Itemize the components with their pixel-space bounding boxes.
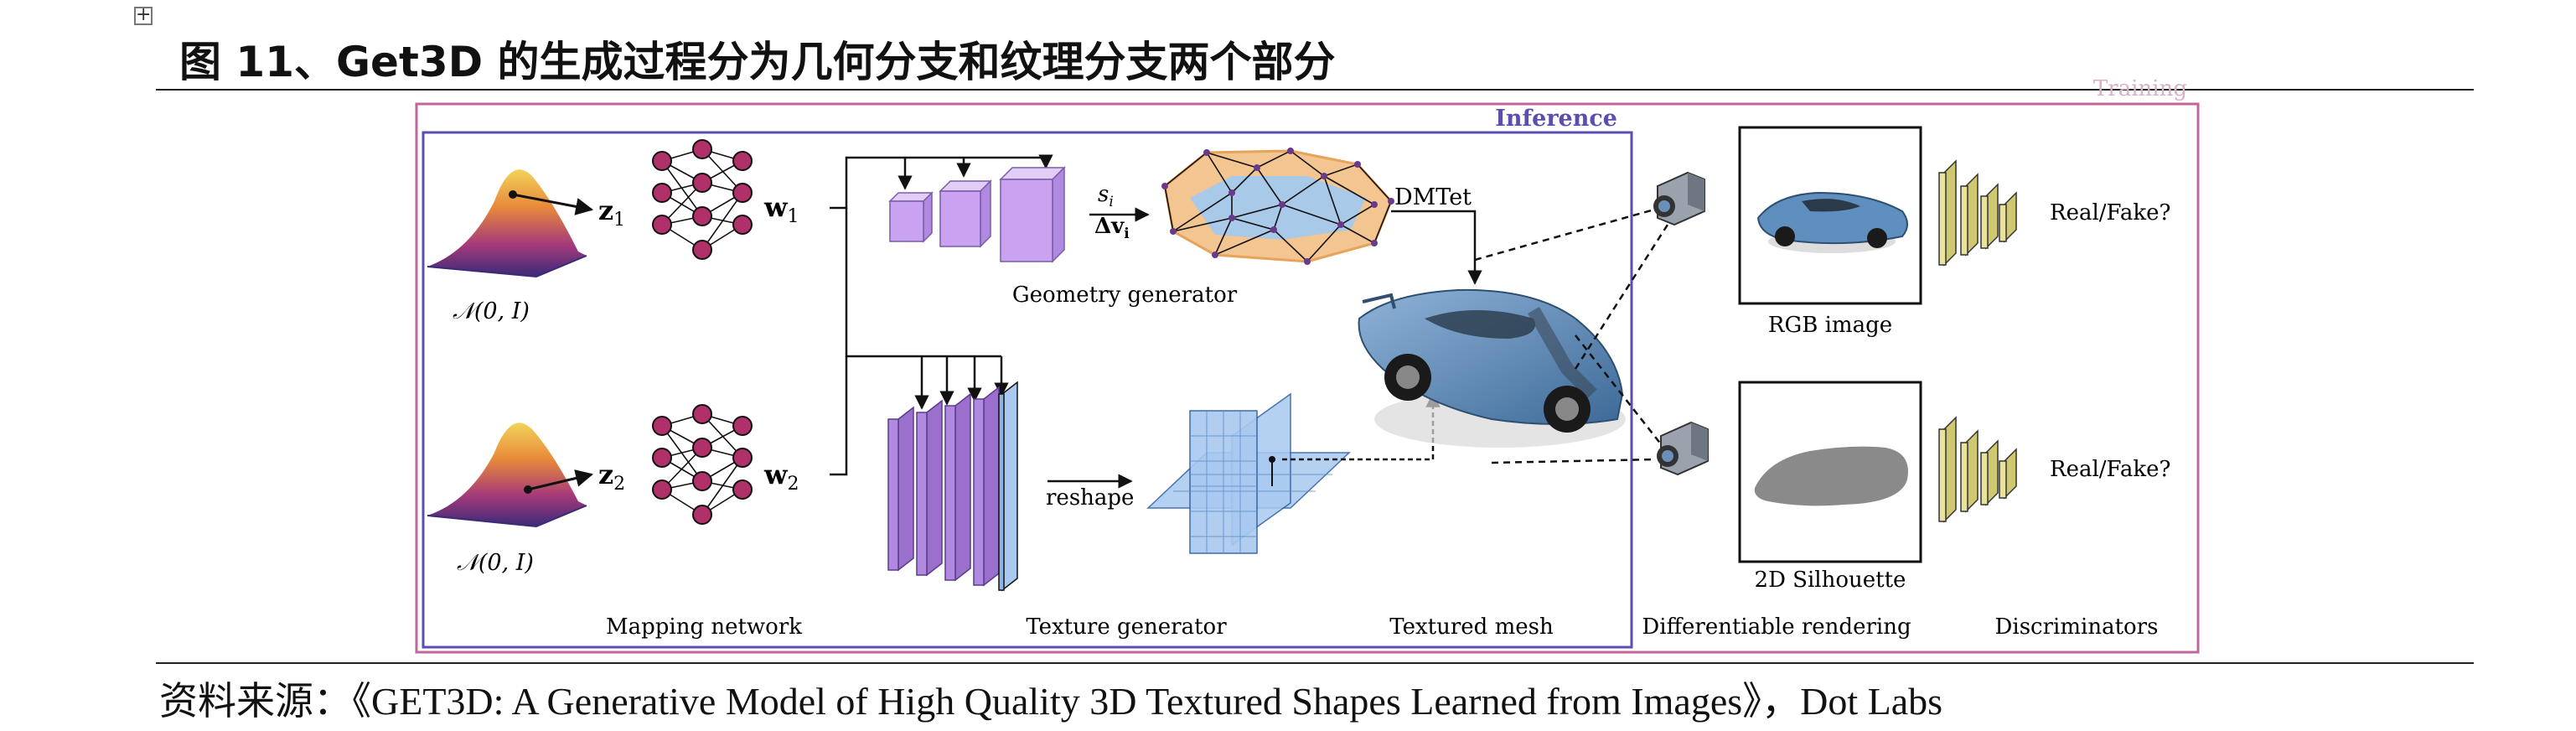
training-label: Training [2093, 76, 2187, 101]
w2-label: w2 [763, 459, 799, 495]
dmtet-arrow [1391, 210, 1482, 285]
w1-connectors [830, 154, 1053, 476]
reshape-label: reshape [1046, 485, 1134, 511]
expand-box-icon[interactable]: + [134, 4, 153, 25]
dmtet-label: DMTet [1394, 184, 1472, 210]
textured-mesh-car-icon [1358, 288, 1626, 448]
figure-title: 图 11、Get3D 的生成过程分为几何分支和纹理分支两个部分 [179, 38, 1336, 86]
dist-label-top: 𝒩(0, I) [453, 298, 530, 324]
inference-box [422, 131, 1633, 649]
rgb-image-label: RGB image [1768, 313, 1892, 338]
training-box [415, 102, 2200, 654]
rgb-car-icon [1756, 191, 1908, 253]
si-label: si [1098, 182, 1114, 210]
dist-label-bottom: 𝒩(0, I) [457, 550, 534, 576]
source-rule [156, 662, 2474, 664]
real-fake-bottom-label: Real/Fake? [2050, 457, 2170, 482]
mapping-network-top-icon [652, 139, 753, 260]
geometry-generator-label: Geometry generator [1012, 283, 1238, 308]
silhouette-label: 2D Silhouette [1755, 568, 1906, 593]
gaussian-top-icon [427, 169, 594, 278]
triplane-icon [1146, 392, 1351, 554]
mapping-network-label: Mapping network [606, 614, 802, 640]
real-fake-top-label: Real/Fake? [2050, 200, 2170, 226]
gaussian-bottom-icon [427, 423, 594, 528]
geometry-generator-icon [888, 166, 1066, 263]
render-dashed-lines [1474, 208, 1669, 464]
discriminator-top-icon [1938, 159, 2017, 267]
differentiable-rendering-label: Differentiable rendering [1642, 614, 1911, 640]
textured-mesh-label: Textured mesh [1389, 614, 1554, 640]
camera-top-icon [1653, 171, 1705, 226]
texture-generator-icon [887, 381, 1018, 592]
inference-label: Inference [1495, 106, 1617, 132]
discriminators-label: Discriminators [1995, 614, 2159, 640]
mapping-network-bottom-icon [652, 404, 753, 525]
z1-label: z1 [598, 194, 625, 231]
source-note: 资料来源：《GET3D: A Generative Model of High … [159, 680, 1943, 723]
title-rule [156, 89, 2474, 91]
discriminator-bottom-icon [1938, 416, 2017, 523]
silhouette-car-icon [1754, 446, 1908, 506]
z2-label: z2 [598, 459, 625, 495]
texture-generator-label: Texture generator [1026, 614, 1227, 640]
w1-label: w1 [763, 191, 799, 227]
dmtet-mesh-icon [1161, 148, 1394, 265]
camera-bottom-icon [1657, 421, 1709, 476]
dvi-label: Δvi [1094, 214, 1130, 242]
